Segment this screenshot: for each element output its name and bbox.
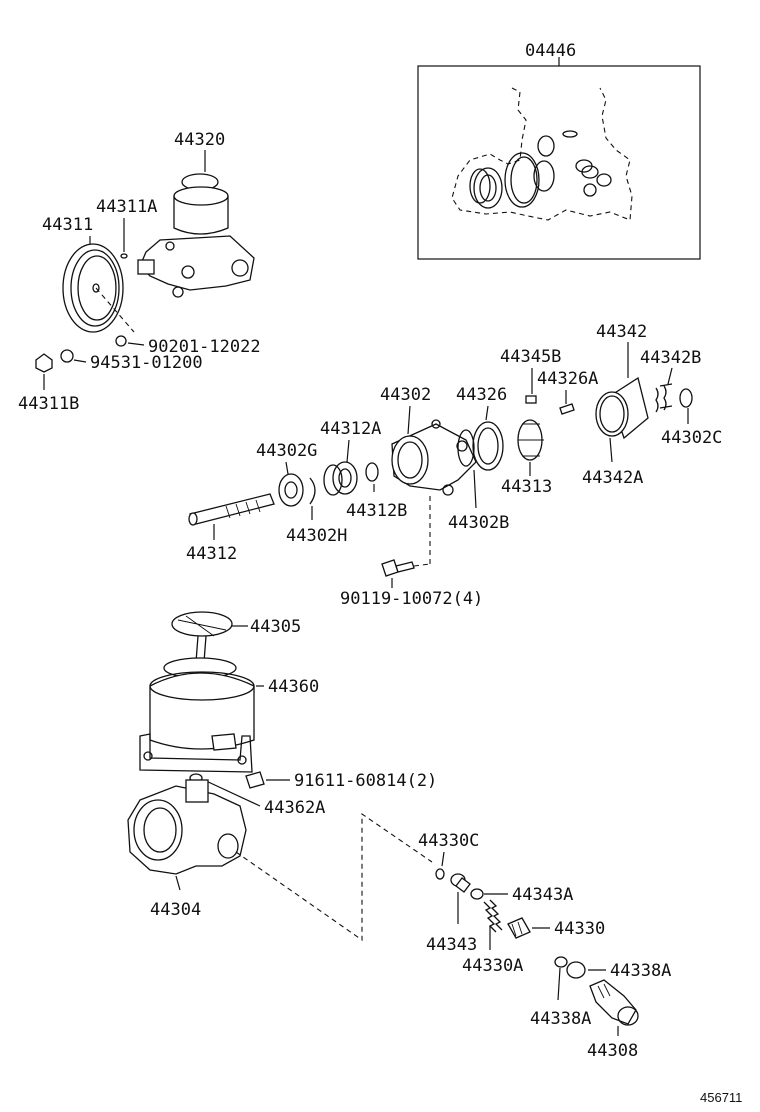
label-44313[interactable]: 44313: [501, 477, 552, 497]
label-44302C[interactable]: 44302C: [661, 428, 722, 448]
label-44312[interactable]: 44312: [186, 544, 237, 564]
label-44311B[interactable]: 44311B: [18, 394, 79, 414]
label-44330C[interactable]: 44330C: [418, 831, 479, 851]
label-44338A-right[interactable]: 44338A: [610, 961, 671, 981]
label-44302B[interactable]: 44302B: [448, 513, 509, 533]
label-44330A[interactable]: 44330A: [462, 956, 523, 976]
label-90201-12022[interactable]: 90201-12022: [148, 337, 261, 357]
label-44308[interactable]: 44308: [587, 1041, 638, 1061]
label-44362A[interactable]: 44362A: [264, 798, 325, 818]
label-44302[interactable]: 44302: [380, 385, 431, 405]
label-44338A-left[interactable]: 44338A: [530, 1009, 591, 1029]
label-44343A[interactable]: 44343A: [512, 885, 573, 905]
label-44326[interactable]: 44326: [456, 385, 507, 405]
label-44302G[interactable]: 44302G: [256, 441, 317, 461]
label-04446[interactable]: 04446: [525, 41, 576, 61]
label-44302H[interactable]: 44302H: [286, 526, 347, 546]
gasket-kit-box: 04446: [417, 41, 701, 260]
label-44343[interactable]: 44343: [426, 935, 477, 955]
label-44320[interactable]: 44320: [174, 130, 225, 150]
label-44342A[interactable]: 44342A: [582, 468, 643, 488]
label-44312B[interactable]: 44312B: [346, 501, 407, 521]
label-90119-10072[interactable]: 90119-10072(4): [340, 589, 483, 609]
label-44342[interactable]: 44342: [596, 322, 647, 342]
label-44326A[interactable]: 44326A: [537, 369, 598, 389]
figure-id: 456711: [700, 1090, 742, 1105]
label-44330[interactable]: 44330: [554, 919, 605, 939]
label-94531-01200[interactable]: 94531-01200: [90, 353, 203, 373]
label-44311[interactable]: 44311: [42, 215, 93, 235]
shaft-exploded-row: 44342 44345B 44342B 44302C 44326A 44302 …: [186, 322, 722, 609]
label-44342B[interactable]: 44342B: [640, 348, 701, 368]
label-44304[interactable]: 44304: [150, 900, 201, 920]
pump-assembly-top: 44320 44311A 44311 90201-12022 94531-012…: [18, 130, 261, 414]
flow-control-parts: 44330C 44343 44343A 44330A 44330 44338A …: [418, 831, 671, 1061]
reservoir-assembly: 44305 44360 91611-60814(2) 44362A 44304: [127, 611, 437, 942]
label-91611-60814[interactable]: 91611-60814(2): [294, 771, 437, 791]
label-44311A[interactable]: 44311A: [96, 197, 157, 217]
label-44305[interactable]: 44305: [250, 617, 301, 637]
label-44360[interactable]: 44360: [268, 677, 319, 697]
label-44345B[interactable]: 44345B: [500, 347, 561, 367]
label-44312A[interactable]: 44312A: [320, 419, 381, 439]
